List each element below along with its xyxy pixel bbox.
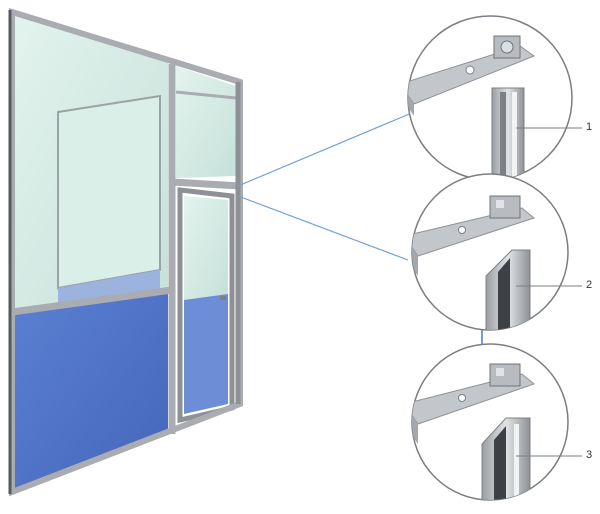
rail-profile xyxy=(412,207,536,257)
partition-wall xyxy=(8,7,243,497)
leader-line-1 xyxy=(237,111,415,187)
callout-1-circle xyxy=(407,15,573,181)
leader-lines xyxy=(237,111,483,346)
leader-line-2 xyxy=(237,195,409,261)
door-handle xyxy=(220,296,226,300)
callout-1 xyxy=(407,15,582,181)
panel-bracket xyxy=(489,363,521,387)
top-rail-profile xyxy=(408,45,536,105)
door-bracket xyxy=(489,195,521,219)
door-glass xyxy=(184,196,228,300)
glass-reflection xyxy=(57,94,161,290)
vertical-profile xyxy=(491,87,525,180)
lower-blue-panel xyxy=(12,290,168,492)
transom-divider xyxy=(175,90,237,100)
callout-number-1: 1 xyxy=(586,121,593,133)
door-lower-panel xyxy=(184,294,228,414)
transom-rail xyxy=(11,286,173,316)
callout-number-3: 3 xyxy=(586,449,593,461)
door-head-rail xyxy=(171,178,241,190)
callout-number-2: 2 xyxy=(586,279,593,291)
callout-3 xyxy=(411,343,582,501)
transom-glass xyxy=(176,66,236,178)
callout-2 xyxy=(411,173,582,331)
